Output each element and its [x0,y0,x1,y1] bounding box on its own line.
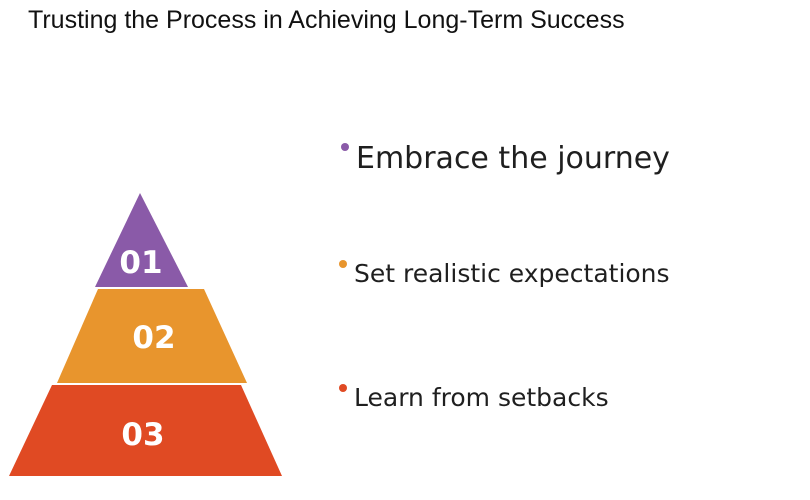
point-text: Learn from setbacks [354,383,609,412]
page-title: Trusting the Process in Achieving Long-T… [28,6,625,34]
bullet-dot-icon [339,383,347,392]
pyramid-tier-2-label: 02 [132,320,175,356]
point-text: Embrace the journey [356,141,670,176]
point-embrace-journey: Embrace the journey [341,141,670,176]
point-text: Set realistic expectations [354,259,670,288]
pyramid-tier-3 [9,385,282,476]
point-learn-setbacks: Learn from setbacks [339,383,609,412]
pyramid-tier-2 [57,289,247,383]
pyramid-tier-1 [95,193,188,287]
bullet-dot-icon [341,142,349,151]
bullet-dot-icon [339,259,347,268]
point-set-expectations: Set realistic expectations [339,259,670,288]
pyramid-tier-1-label: 01 [119,245,162,281]
pyramid-tier-3-label: 03 [121,417,164,453]
